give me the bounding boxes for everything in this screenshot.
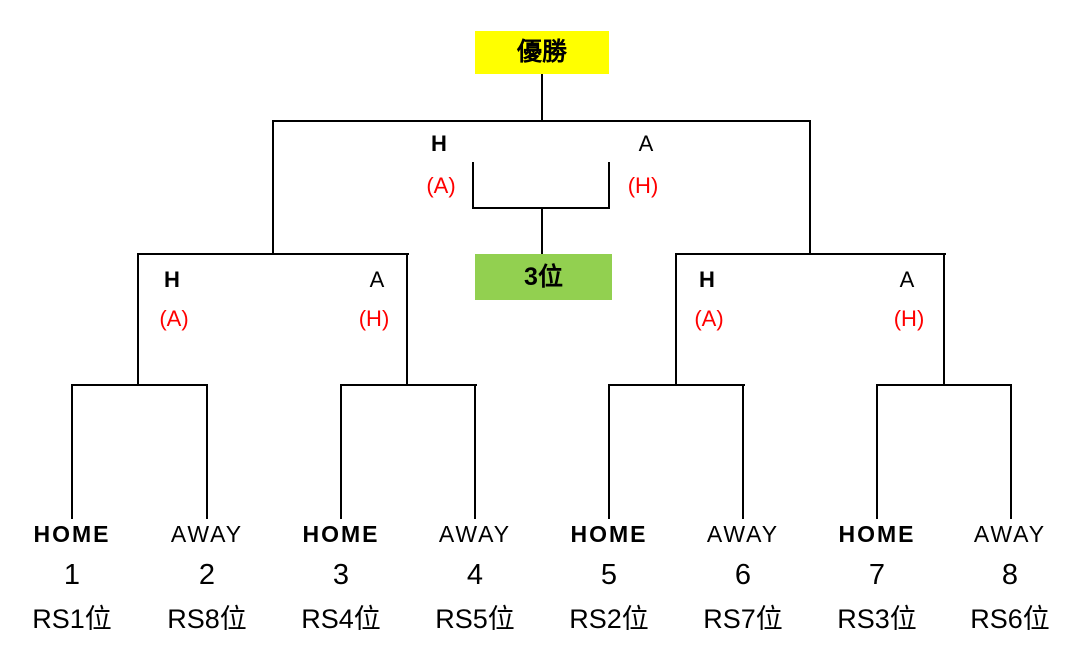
semifinal-left-home-label: H bbox=[164, 267, 180, 292]
team-number: 7 bbox=[868, 559, 886, 591]
team-seed-label: RS6位 bbox=[970, 604, 1050, 634]
semifinal-left-away-swap-label: (H) bbox=[358, 306, 390, 331]
final-home-swap-label: (A) bbox=[426, 173, 456, 198]
team-number: 3 bbox=[332, 559, 350, 591]
semifinal-right-home-arm-line bbox=[675, 253, 677, 386]
team-slot-8: AWAY 8 RS6位 bbox=[943, 520, 1077, 636]
semifinal-left-away-label: A bbox=[369, 267, 385, 292]
quarterfinal-2-bar-line bbox=[340, 384, 477, 386]
champion-box: 優勝 bbox=[475, 31, 609, 74]
third-place-box: 3位 bbox=[475, 254, 612, 300]
team-seed-label: RS3位 bbox=[837, 604, 917, 634]
team-role-label: HOME bbox=[838, 521, 916, 547]
team-seed-label: RS4位 bbox=[301, 604, 381, 634]
final-bar-line bbox=[272, 120, 811, 122]
quarterfinal-1-bar-line bbox=[71, 384, 208, 386]
final-away-swap-label: (H) bbox=[627, 173, 659, 198]
semifinal-left-away-arm-line bbox=[406, 253, 408, 386]
semifinal-right-away-arm-line bbox=[943, 253, 945, 386]
third-place-stem-line bbox=[541, 207, 543, 254]
semifinal-right-away-swap-label: (H) bbox=[893, 306, 925, 331]
quarterfinal-4-bar-line bbox=[876, 384, 1012, 386]
team-role-label: AWAY bbox=[438, 521, 512, 547]
team-role-label: AWAY bbox=[170, 521, 244, 547]
final-away-label: A bbox=[638, 131, 654, 156]
team-role-label: AWAY bbox=[973, 521, 1047, 547]
team-number: 4 bbox=[466, 559, 484, 591]
team-number: 1 bbox=[63, 559, 81, 591]
team-slot-2: AWAY 2 RS8位 bbox=[140, 520, 274, 636]
semifinal-right-home-swap-label: (A) bbox=[694, 306, 724, 331]
team-slot-3: HOME 3 RS4位 bbox=[274, 520, 408, 636]
final-left-drop-line bbox=[272, 120, 274, 255]
final-home-label: H bbox=[431, 131, 447, 156]
team-slot-1: HOME 1 RS1位 bbox=[5, 520, 139, 636]
quarterfinal-3-bar-line bbox=[608, 384, 745, 386]
team-number: 6 bbox=[734, 559, 752, 591]
team-slot-5: HOME 5 RS2位 bbox=[542, 520, 676, 636]
team-5-line bbox=[608, 384, 610, 519]
team-slot-6: AWAY 6 RS7位 bbox=[676, 520, 810, 636]
team-7-line bbox=[876, 384, 878, 519]
semifinal-left-home-arm-line bbox=[137, 253, 139, 386]
team-seed-label: RS8位 bbox=[167, 604, 247, 634]
final-right-drop-line bbox=[809, 120, 811, 255]
team-slot-7: HOME 7 RS3位 bbox=[810, 520, 944, 636]
team-role-label: AWAY bbox=[706, 521, 780, 547]
team-4-line bbox=[474, 384, 476, 519]
third-place-left-arm-line bbox=[472, 162, 474, 208]
team-seed-label: RS2位 bbox=[569, 604, 649, 634]
team-number: 8 bbox=[1001, 559, 1019, 591]
team-6-line bbox=[742, 384, 744, 519]
team-8-line bbox=[1010, 384, 1012, 519]
team-1-line bbox=[71, 384, 73, 519]
team-role-label: HOME bbox=[570, 521, 648, 547]
semifinal-right-home-label: H bbox=[699, 267, 715, 292]
semifinal-left-home-swap-label: (A) bbox=[159, 306, 189, 331]
team-slot-4: AWAY 4 RS5位 bbox=[408, 520, 542, 636]
semifinal-left-bar-line bbox=[137, 253, 409, 255]
team-seed-label: RS5位 bbox=[435, 604, 515, 634]
team-number: 5 bbox=[600, 559, 618, 591]
team-3-line bbox=[340, 384, 342, 519]
team-seed-label: RS1位 bbox=[32, 604, 112, 634]
team-number: 2 bbox=[198, 559, 216, 591]
third-place-right-arm-line bbox=[608, 162, 610, 208]
semifinal-right-bar-line bbox=[675, 253, 946, 255]
team-role-label: HOME bbox=[302, 521, 380, 547]
team-role-label: HOME bbox=[33, 521, 111, 547]
final-stem-line bbox=[541, 74, 543, 121]
team-2-line bbox=[206, 384, 208, 519]
semifinal-right-away-label: A bbox=[899, 267, 915, 292]
team-seed-label: RS7位 bbox=[703, 604, 783, 634]
